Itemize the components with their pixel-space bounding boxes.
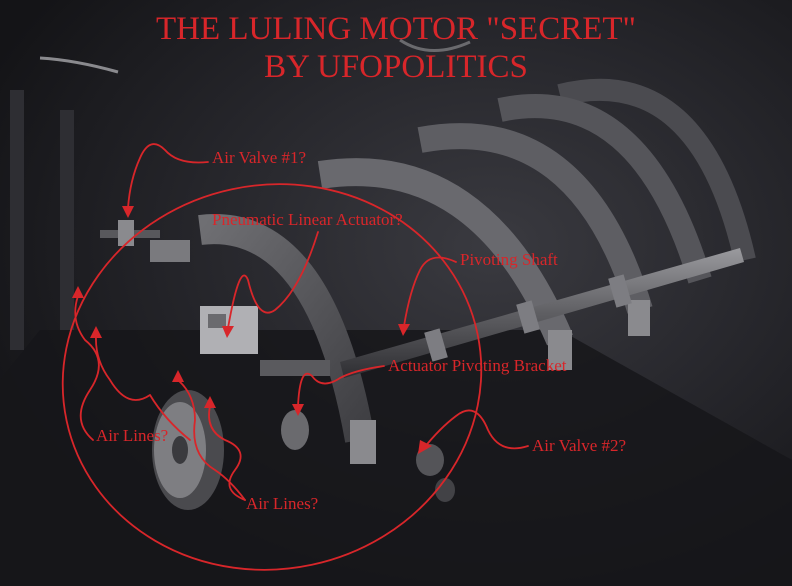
small-disc-1 <box>281 410 309 450</box>
pointer-air-lines-left-1 <box>74 295 100 441</box>
highlight-ellipse <box>61 183 483 571</box>
pointer-air-lines-bottom-1 <box>208 405 246 501</box>
arrowhead-air-lines-left-1 <box>72 286 84 298</box>
arrowhead-actuator <box>222 326 234 338</box>
linkage-arm <box>260 360 330 376</box>
pointer-air-valve-1 <box>127 143 209 209</box>
arrow-heads <box>72 206 432 454</box>
annotations <box>61 143 529 571</box>
bracket-3 <box>628 300 650 336</box>
pivot-shaft <box>340 248 744 378</box>
bracket-2 <box>548 330 572 370</box>
hoop-4 <box>497 94 712 284</box>
hoop-2 <box>317 158 573 346</box>
upper-mount <box>150 240 190 262</box>
arrowhead-air-lines-bottom-1 <box>204 396 216 408</box>
arrowhead-air-lines-left-2 <box>90 326 102 338</box>
pointer-bracket <box>297 365 385 407</box>
hoop-3 <box>417 123 653 314</box>
label-air-lines-left: Air Lines? <box>96 426 169 445</box>
shaft-collar-3 <box>608 274 632 308</box>
title-line-1: THE LULING MOTOR "SECRET" <box>155 11 637 47</box>
arrowhead-air-valve-2 <box>418 440 432 454</box>
pointer-air-lines-left-2 <box>95 335 191 441</box>
pointer-pivoting-shaft <box>403 256 457 327</box>
label-pneumatic-linear-actuator: Pneumatic Linear Actuator? <box>212 210 403 229</box>
shaft-collar-1 <box>424 328 448 362</box>
label-air-valve-2: Air Valve #2? <box>532 436 627 455</box>
label-pivoting-shaft: Pivoting Shaft <box>460 250 558 269</box>
hoop-5 <box>557 78 756 263</box>
small-disc-2 <box>416 444 444 476</box>
hoop-brackets <box>350 300 650 464</box>
actuator-block-slot <box>208 314 226 328</box>
shaft-collar-2 <box>516 300 540 334</box>
small-disc-3 <box>435 478 455 502</box>
arrowhead-air-lines-bottom-2 <box>172 370 184 382</box>
rotor-hoops <box>198 78 756 443</box>
overhead-wire <box>39 56 119 74</box>
front-wheel <box>152 390 224 510</box>
label-actuator-pivoting-bracket: Actuator Pivoting Bracket <box>388 356 567 375</box>
pointer-air-lines-bottom-2 <box>177 379 246 501</box>
pointer-actuator <box>227 231 319 329</box>
hoop-1 <box>198 214 375 443</box>
air-valve-1-body <box>118 220 134 246</box>
pointer-air-valve-2 <box>423 409 529 450</box>
arrowhead-bracket <box>292 404 304 416</box>
wheel-hub <box>172 436 188 464</box>
frame-post-2 <box>10 90 24 350</box>
label-air-lines-bottom: Air Lines? <box>246 494 319 513</box>
overhead-wire-2 <box>399 38 471 52</box>
label-air-valve-1: Air Valve #1? <box>212 148 307 167</box>
arrowhead-pivoting-shaft <box>398 324 410 336</box>
bracket-1 <box>350 420 376 464</box>
title-line-2: BY UFOPOLITICS <box>264 49 528 85</box>
arrowhead-air-valve-1 <box>122 206 134 218</box>
frame-post-1 <box>60 110 74 330</box>
